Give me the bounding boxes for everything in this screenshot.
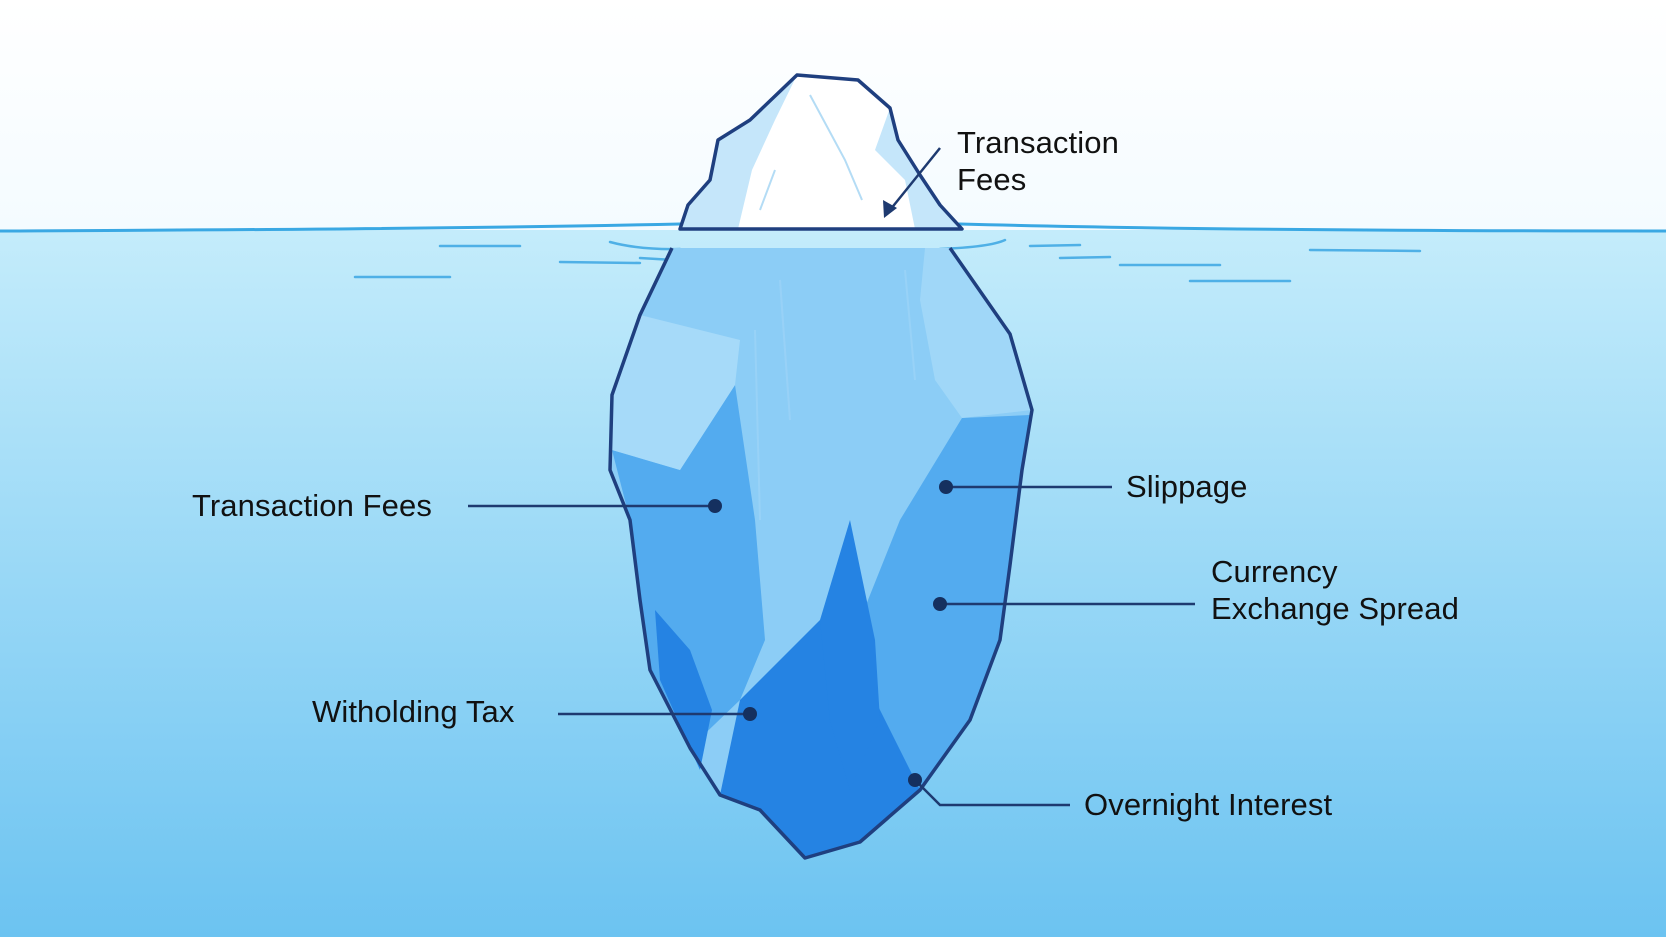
- label-currency-line2: Exchange Spread: [1211, 591, 1459, 626]
- leader-tip: [889, 147, 941, 211]
- label-transaction-fees-text: Transaction Fees: [192, 488, 432, 523]
- underwater-highlight-upper-right: [920, 248, 1032, 418]
- label-slippage-text: Slippage: [1126, 469, 1248, 504]
- underwater-facet-spike-mid: [820, 520, 880, 790]
- leader-lines: [468, 147, 1195, 807]
- label-tip-line2: Fees: [957, 162, 1027, 197]
- dot-left-lower: [743, 707, 757, 721]
- iceberg-tip: [678, 73, 964, 231]
- dot-right-middle: [933, 597, 947, 611]
- dot-right-upper: [939, 480, 953, 494]
- label-overnight-interest-text: Overnight Interest: [1084, 787, 1333, 822]
- arrowhead-tip: [883, 200, 897, 218]
- underwater-highlight-upper-left: [612, 315, 740, 470]
- label-slippage: Slippage: [1126, 468, 1247, 505]
- label-currency-exchange-spread: Currency Exchange Spread: [1211, 553, 1459, 627]
- leader-right-lower: [914, 779, 1070, 807]
- label-witholding-tax-text: Witholding Tax: [312, 694, 515, 729]
- tip-body: [680, 75, 962, 229]
- underwater-facet-spike-left: [655, 610, 712, 770]
- tip-shade-left: [680, 75, 797, 229]
- iceberg-underwater: [608, 246, 1034, 860]
- dot-right-lower: [908, 773, 922, 787]
- label-currency-line1: Currency: [1211, 554, 1338, 589]
- label-tip-transaction-fees: Transaction Fees: [957, 124, 1119, 198]
- underwater-facet-bottom: [720, 600, 920, 858]
- label-overnight-interest: Overnight Interest: [1084, 786, 1332, 823]
- dot-left-upper: [708, 499, 722, 513]
- label-transaction-fees: Transaction Fees: [192, 487, 432, 524]
- marker-dots: [708, 480, 953, 787]
- tip-outline: [678, 73, 964, 231]
- underwater-facet-left: [612, 385, 765, 748]
- label-witholding-tax: Witholding Tax: [312, 693, 514, 730]
- label-tip-line1: Transaction: [957, 125, 1119, 160]
